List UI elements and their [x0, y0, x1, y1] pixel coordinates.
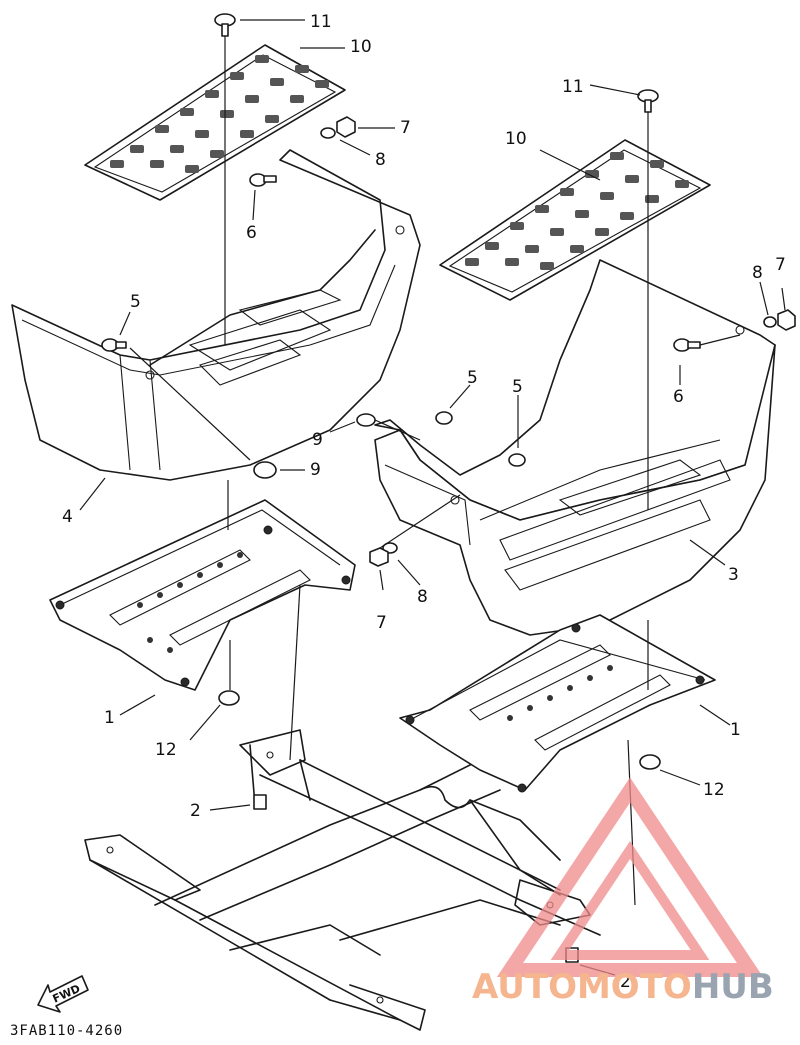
left-footrest-board: [84, 44, 346, 201]
right-footrest-board: [439, 139, 711, 301]
assembly-lines: [79, 19, 786, 976]
right-guard-plate: [399, 614, 716, 793]
frame-assembly: [84, 729, 601, 1031]
label-5-right-b: 5: [512, 377, 523, 397]
label-5-right-a: 5: [467, 368, 478, 388]
fwd-arrow: FWD: [37, 975, 89, 1013]
right-footrest-guard: [374, 259, 776, 636]
label-8-left: 8: [375, 150, 386, 170]
label-7-right-top: 7: [775, 255, 786, 275]
watermark: AUTOMOTOHUB: [472, 777, 774, 1007]
label-5-left: 5: [130, 292, 141, 312]
label-11-right: 11: [562, 77, 584, 97]
watermark-triangle-logo: [496, 777, 764, 977]
watermark-brand-part2: HUB: [692, 967, 774, 1007]
label-1-left: 1: [104, 708, 115, 728]
label-7-right-bottom: 7: [376, 613, 387, 633]
label-11-left: 11: [310, 12, 332, 32]
diagram-code: 3FAB110-4260: [10, 1023, 123, 1039]
label-7-left: 7: [400, 118, 411, 138]
left-guard-plate: [49, 499, 356, 691]
label-8-right-bottom: 8: [417, 587, 428, 607]
label-12-left: 12: [155, 740, 177, 760]
label-6-left: 6: [246, 223, 257, 243]
label-4: 4: [62, 507, 73, 527]
label-1-right: 1: [730, 720, 741, 740]
label-9-top: 9: [312, 430, 323, 450]
watermark-brand-part1: AUTOMOTO: [472, 967, 692, 1007]
label-12-right: 12: [703, 780, 725, 800]
watermark-brand: AUTOMOTOHUB: [472, 967, 774, 1007]
label-3: 3: [728, 565, 739, 585]
fasteners: [101, 13, 796, 963]
label-6-right: 6: [673, 387, 684, 407]
label-8-right-top: 8: [752, 263, 763, 283]
left-footrest-guard: [11, 149, 421, 481]
label-10-left: 10: [350, 37, 372, 57]
part-labels: 11 10 7 8 6 5 4 9 9 1 12 2 11 10 8 7 6 5…: [62, 12, 786, 992]
label-2-left: 2: [190, 801, 201, 821]
label-2-right: 2: [620, 972, 631, 992]
label-9-bottom: 9: [310, 460, 321, 480]
label-10-right: 10: [505, 129, 527, 149]
